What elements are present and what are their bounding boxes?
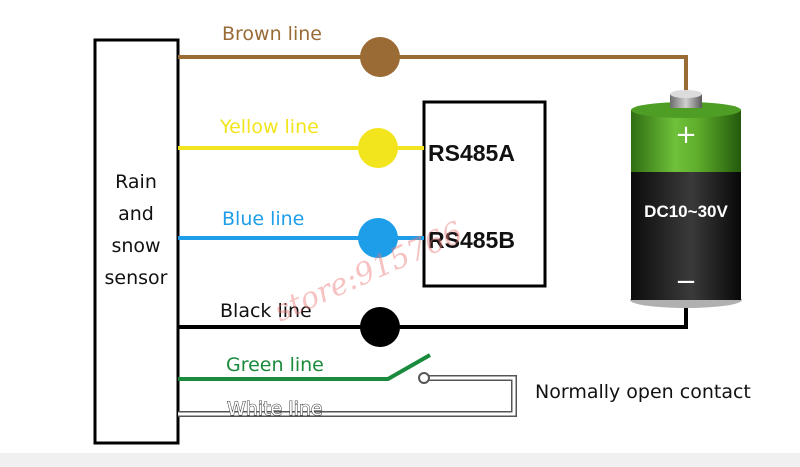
bottom-strip — [0, 453, 800, 467]
black-terminal — [360, 307, 400, 347]
yellow-terminal — [358, 128, 398, 168]
brown-wire — [178, 55, 688, 100]
battery-cap-top — [670, 90, 702, 98]
battery-cap — [670, 94, 702, 108]
battery-voltage-label: DC10~30V — [644, 202, 728, 221]
blue-terminal — [358, 218, 398, 258]
rs485b-label: RS485B — [428, 227, 515, 253]
rs485-box — [422, 100, 547, 288]
contact-label: Normally open contact — [535, 381, 751, 403]
white-line-label: White line — [227, 398, 323, 420]
green-line-label: Green line — [226, 354, 324, 376]
white-wire — [178, 376, 516, 416]
brown-line-label: Brown line — [222, 23, 322, 45]
black-wire — [178, 300, 688, 329]
blue-line-label: Blue line — [222, 208, 304, 230]
rs485a-label: RS485A — [428, 140, 515, 166]
black-line-label: Black line — [220, 300, 312, 322]
sensor-label-3: snow — [111, 235, 160, 257]
battery-body — [631, 170, 741, 300]
contact-terminal — [418, 372, 430, 384]
battery-plus-sign: + — [675, 120, 697, 150]
battery-top — [631, 110, 741, 172]
green-wire — [178, 353, 431, 381]
sensor-label-4: sensor — [105, 267, 168, 289]
battery-minus-sign: − — [675, 267, 697, 297]
yellow-line-label: Yellow line — [219, 116, 319, 138]
sensor-label-2: and — [118, 203, 154, 225]
battery-top-rim — [631, 102, 741, 118]
battery: + DC10~30V − — [630, 90, 742, 308]
brown-terminal — [360, 37, 400, 77]
sensor-label-1: Rain — [115, 171, 157, 193]
sensor-box — [93, 38, 180, 445]
